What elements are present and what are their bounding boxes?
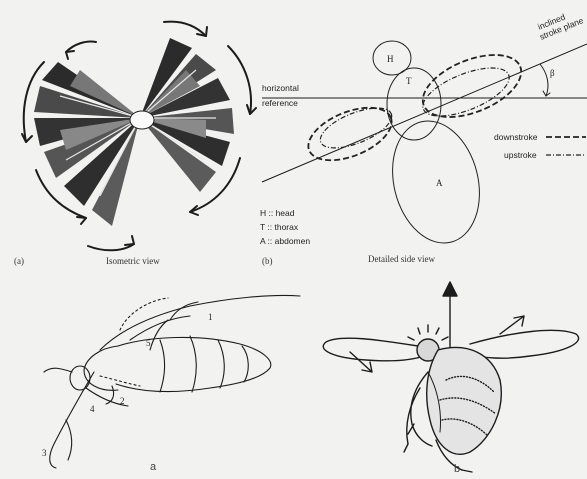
bee-wing-left bbox=[323, 338, 424, 361]
abdomen-letter: A bbox=[436, 178, 443, 188]
key-head: H :: head bbox=[260, 208, 295, 218]
insect-body-ellipse bbox=[130, 111, 154, 129]
horizontal-reference-label-1: horizontal bbox=[262, 83, 299, 93]
right-wing-sweep bbox=[140, 38, 234, 192]
thorax-ellipse bbox=[387, 68, 441, 140]
stroke-legend: downstroke upstroke bbox=[494, 132, 586, 160]
sketch-number-2: 2 bbox=[120, 396, 125, 406]
sketch-number-3: 3 bbox=[42, 448, 47, 458]
bee-body bbox=[427, 348, 502, 455]
legend-upstroke-label: upstroke bbox=[504, 150, 537, 160]
bee-wing-right bbox=[468, 330, 579, 358]
beta-angle-arc bbox=[540, 64, 548, 96]
upstroke-wing-outline-rear bbox=[315, 100, 397, 156]
panel-a-isometric: (a) Isometric view bbox=[14, 22, 256, 266]
sketch-number-5: 5 bbox=[146, 338, 151, 348]
beta-label: β bbox=[550, 68, 555, 78]
panel-c-numbers: 1 2 3 4 5 bbox=[42, 312, 213, 458]
legend-downstroke-label: downstroke bbox=[494, 132, 538, 142]
sketch-number-1: 1 bbox=[208, 312, 213, 322]
key-abdomen: A :: abdomen bbox=[260, 236, 310, 246]
upstroke-wing-outline bbox=[417, 58, 516, 126]
head-letter: H bbox=[387, 54, 394, 64]
left-wing-sweep bbox=[34, 62, 140, 226]
horizontal-reference-label-2: reference bbox=[262, 98, 298, 108]
lift-arrow-head bbox=[443, 282, 457, 296]
sketch-head bbox=[70, 366, 90, 390]
panel-c-insect-sketch bbox=[44, 295, 300, 468]
inclined-stroke-plane-line bbox=[262, 44, 587, 182]
sketch-number-4: 4 bbox=[90, 404, 95, 414]
panel-b-caption: Detailed side view bbox=[368, 254, 435, 264]
panel-a-tag: (a) bbox=[14, 256, 24, 266]
panel-d-caption: b bbox=[454, 463, 460, 475]
panel-b-tag: (b) bbox=[262, 256, 273, 266]
sketch-wing-upper bbox=[100, 295, 300, 350]
downstroke-wing-outline bbox=[414, 42, 530, 129]
downstroke-wing-outline-rear bbox=[301, 97, 399, 171]
thorax-letter: T bbox=[406, 76, 412, 86]
key-thorax: T :: thorax bbox=[260, 222, 299, 232]
panel-a-caption: Isometric view bbox=[106, 256, 160, 266]
panel-d-bee-sketch bbox=[323, 282, 578, 472]
panel-c-caption: a bbox=[150, 461, 157, 473]
panel-b-side-view: β H T A horizontal reference inclined st… bbox=[260, 6, 587, 266]
